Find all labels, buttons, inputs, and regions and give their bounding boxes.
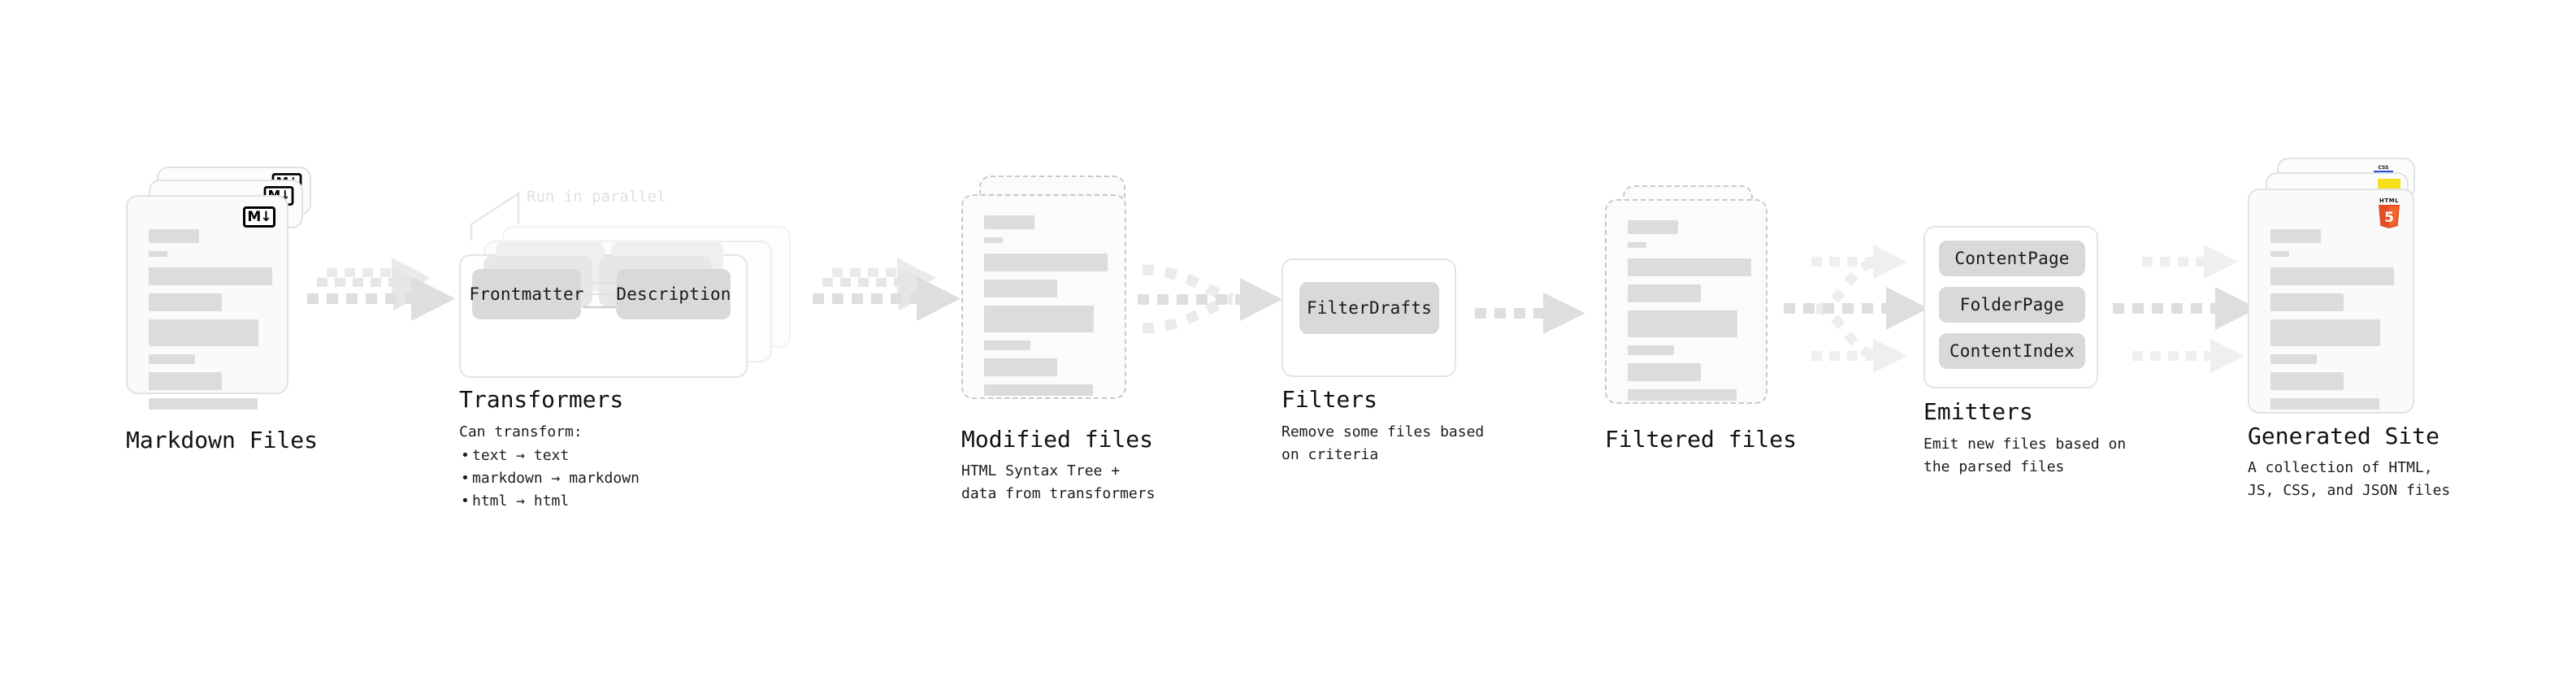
filtered-file-front: [1605, 199, 1767, 404]
generated-site-stack: CSS HTML 5: [2248, 158, 2443, 426]
stage-title-transformers: Transformers: [459, 386, 624, 413]
chip-contentpage[interactable]: ContentPage: [1939, 241, 2085, 276]
generated-site-caption: A collection of HTML, JS, CSS, and JSON …: [2248, 459, 2451, 499]
arrow-filters-to-filtered: [1475, 293, 1585, 334]
html5-icon: HTML 5: [2379, 197, 2400, 228]
filtered-files-stack: [1605, 185, 1792, 445]
stage-title-markdown-files: Markdown Files: [126, 427, 319, 453]
content-bar: [2270, 293, 2344, 311]
svg-text:HTML: HTML: [2379, 197, 2399, 204]
chip-filterdrafts[interactable]: FilterDrafts: [1299, 282, 1439, 334]
run-in-parallel-brace: [470, 192, 520, 241]
content-bar: [1628, 363, 1701, 381]
content-bar: [984, 358, 1057, 376]
content-bar: [149, 293, 222, 311]
content-bar: [984, 215, 1034, 229]
svg-text:5: 5: [2384, 210, 2394, 226]
emitters-caption: Emit new files based on the parsed files: [1923, 436, 2127, 475]
modified-file-content: [984, 215, 1108, 404]
content-bar: [2270, 398, 2379, 410]
bullet-html-to-html: html → html: [459, 490, 640, 513]
arrow-markdown-to-transformers: [307, 258, 455, 321]
stage-title-modified-files: Modified files: [961, 426, 1154, 453]
filters-caption: Remove some files based on criteria: [1281, 423, 1485, 463]
html-file-content: [2270, 229, 2395, 418]
content-bar: [984, 384, 1093, 396]
chip-frontmatter[interactable]: Frontmatter: [469, 269, 583, 319]
content-bar: [984, 280, 1057, 297]
filtered-file-content: [1628, 220, 1751, 409]
stage-title-generated-site: Generated Site: [2248, 423, 2440, 449]
run-in-parallel-label: Run in parallel: [527, 188, 666, 206]
content-bar: [149, 251, 167, 257]
markdown-files-stack: M↓ M↓ M↓: [126, 167, 313, 427]
chip-folderpage[interactable]: FolderPage: [1939, 287, 2085, 323]
content-bar: [149, 398, 258, 410]
content-bar: [984, 340, 1030, 350]
content-bar: [984, 254, 1108, 271]
arrow-modified-to-filters: [1138, 264, 1282, 334]
content-bar: [149, 354, 195, 364]
markdown-file-content: [149, 229, 272, 418]
content-bar: [1628, 345, 1674, 355]
content-bar: [2270, 372, 2344, 390]
arrow-filtered-to-emitters: [1784, 245, 1928, 373]
content-bar: [1628, 220, 1678, 234]
markdown-icon: M↓: [243, 206, 275, 228]
content-bar: [2270, 319, 2380, 346]
content-bar: [984, 306, 1094, 332]
transformers-caption-header: Can transform:: [459, 423, 583, 440]
content-bar: [2270, 229, 2321, 243]
modified-files-caption: HTML Syntax Tree + data from transformer…: [961, 462, 1156, 502]
content-bar: [1628, 389, 1737, 401]
content-bar: [2270, 267, 2394, 285]
content-bar: [1628, 258, 1751, 276]
stage-title-emitters: Emitters: [1923, 398, 2033, 425]
modified-files-stack: [961, 176, 1148, 444]
content-bar: [1628, 242, 1646, 248]
filters-box: FilterDrafts: [1281, 258, 1456, 377]
content-bar: [149, 229, 199, 243]
content-bar: [2270, 354, 2317, 364]
content-bar: [149, 267, 272, 285]
arrow-transformers-to-modified: [813, 258, 961, 321]
html-file-card: HTML 5: [2248, 189, 2414, 414]
stage-title-filters: Filters: [1281, 386, 1378, 413]
content-bar: [984, 237, 1003, 243]
modified-file-front: [961, 194, 1126, 399]
css-icon: CSS: [2374, 165, 2393, 173]
bullet-text-to-text: text → text: [459, 445, 640, 467]
content-bar: [1628, 284, 1701, 302]
transformers-box: Frontmatter Description: [459, 241, 748, 378]
transformers-bullet-list: text → text markdown → markdown html → h…: [459, 445, 640, 513]
stage-title-filtered-files: Filtered files: [1605, 426, 1798, 453]
markdown-file-front: M↓: [126, 195, 288, 410]
content-bar: [2270, 251, 2289, 257]
content-bar: [149, 319, 258, 346]
emitters-box: ContentPage FolderPage ContentIndex: [1923, 226, 2098, 388]
chip-description[interactable]: Description: [616, 269, 731, 319]
transformers-caption: Can transform: text → text markdown → ma…: [459, 421, 640, 513]
chip-contentindex[interactable]: ContentIndex: [1939, 333, 2085, 369]
bullet-markdown-to-markdown: markdown → markdown: [459, 467, 640, 490]
arrow-emitters-to-site: [2113, 245, 2257, 373]
svg-text:CSS: CSS: [2379, 165, 2389, 171]
content-bar: [1628, 310, 1737, 337]
content-bar: [149, 372, 222, 390]
